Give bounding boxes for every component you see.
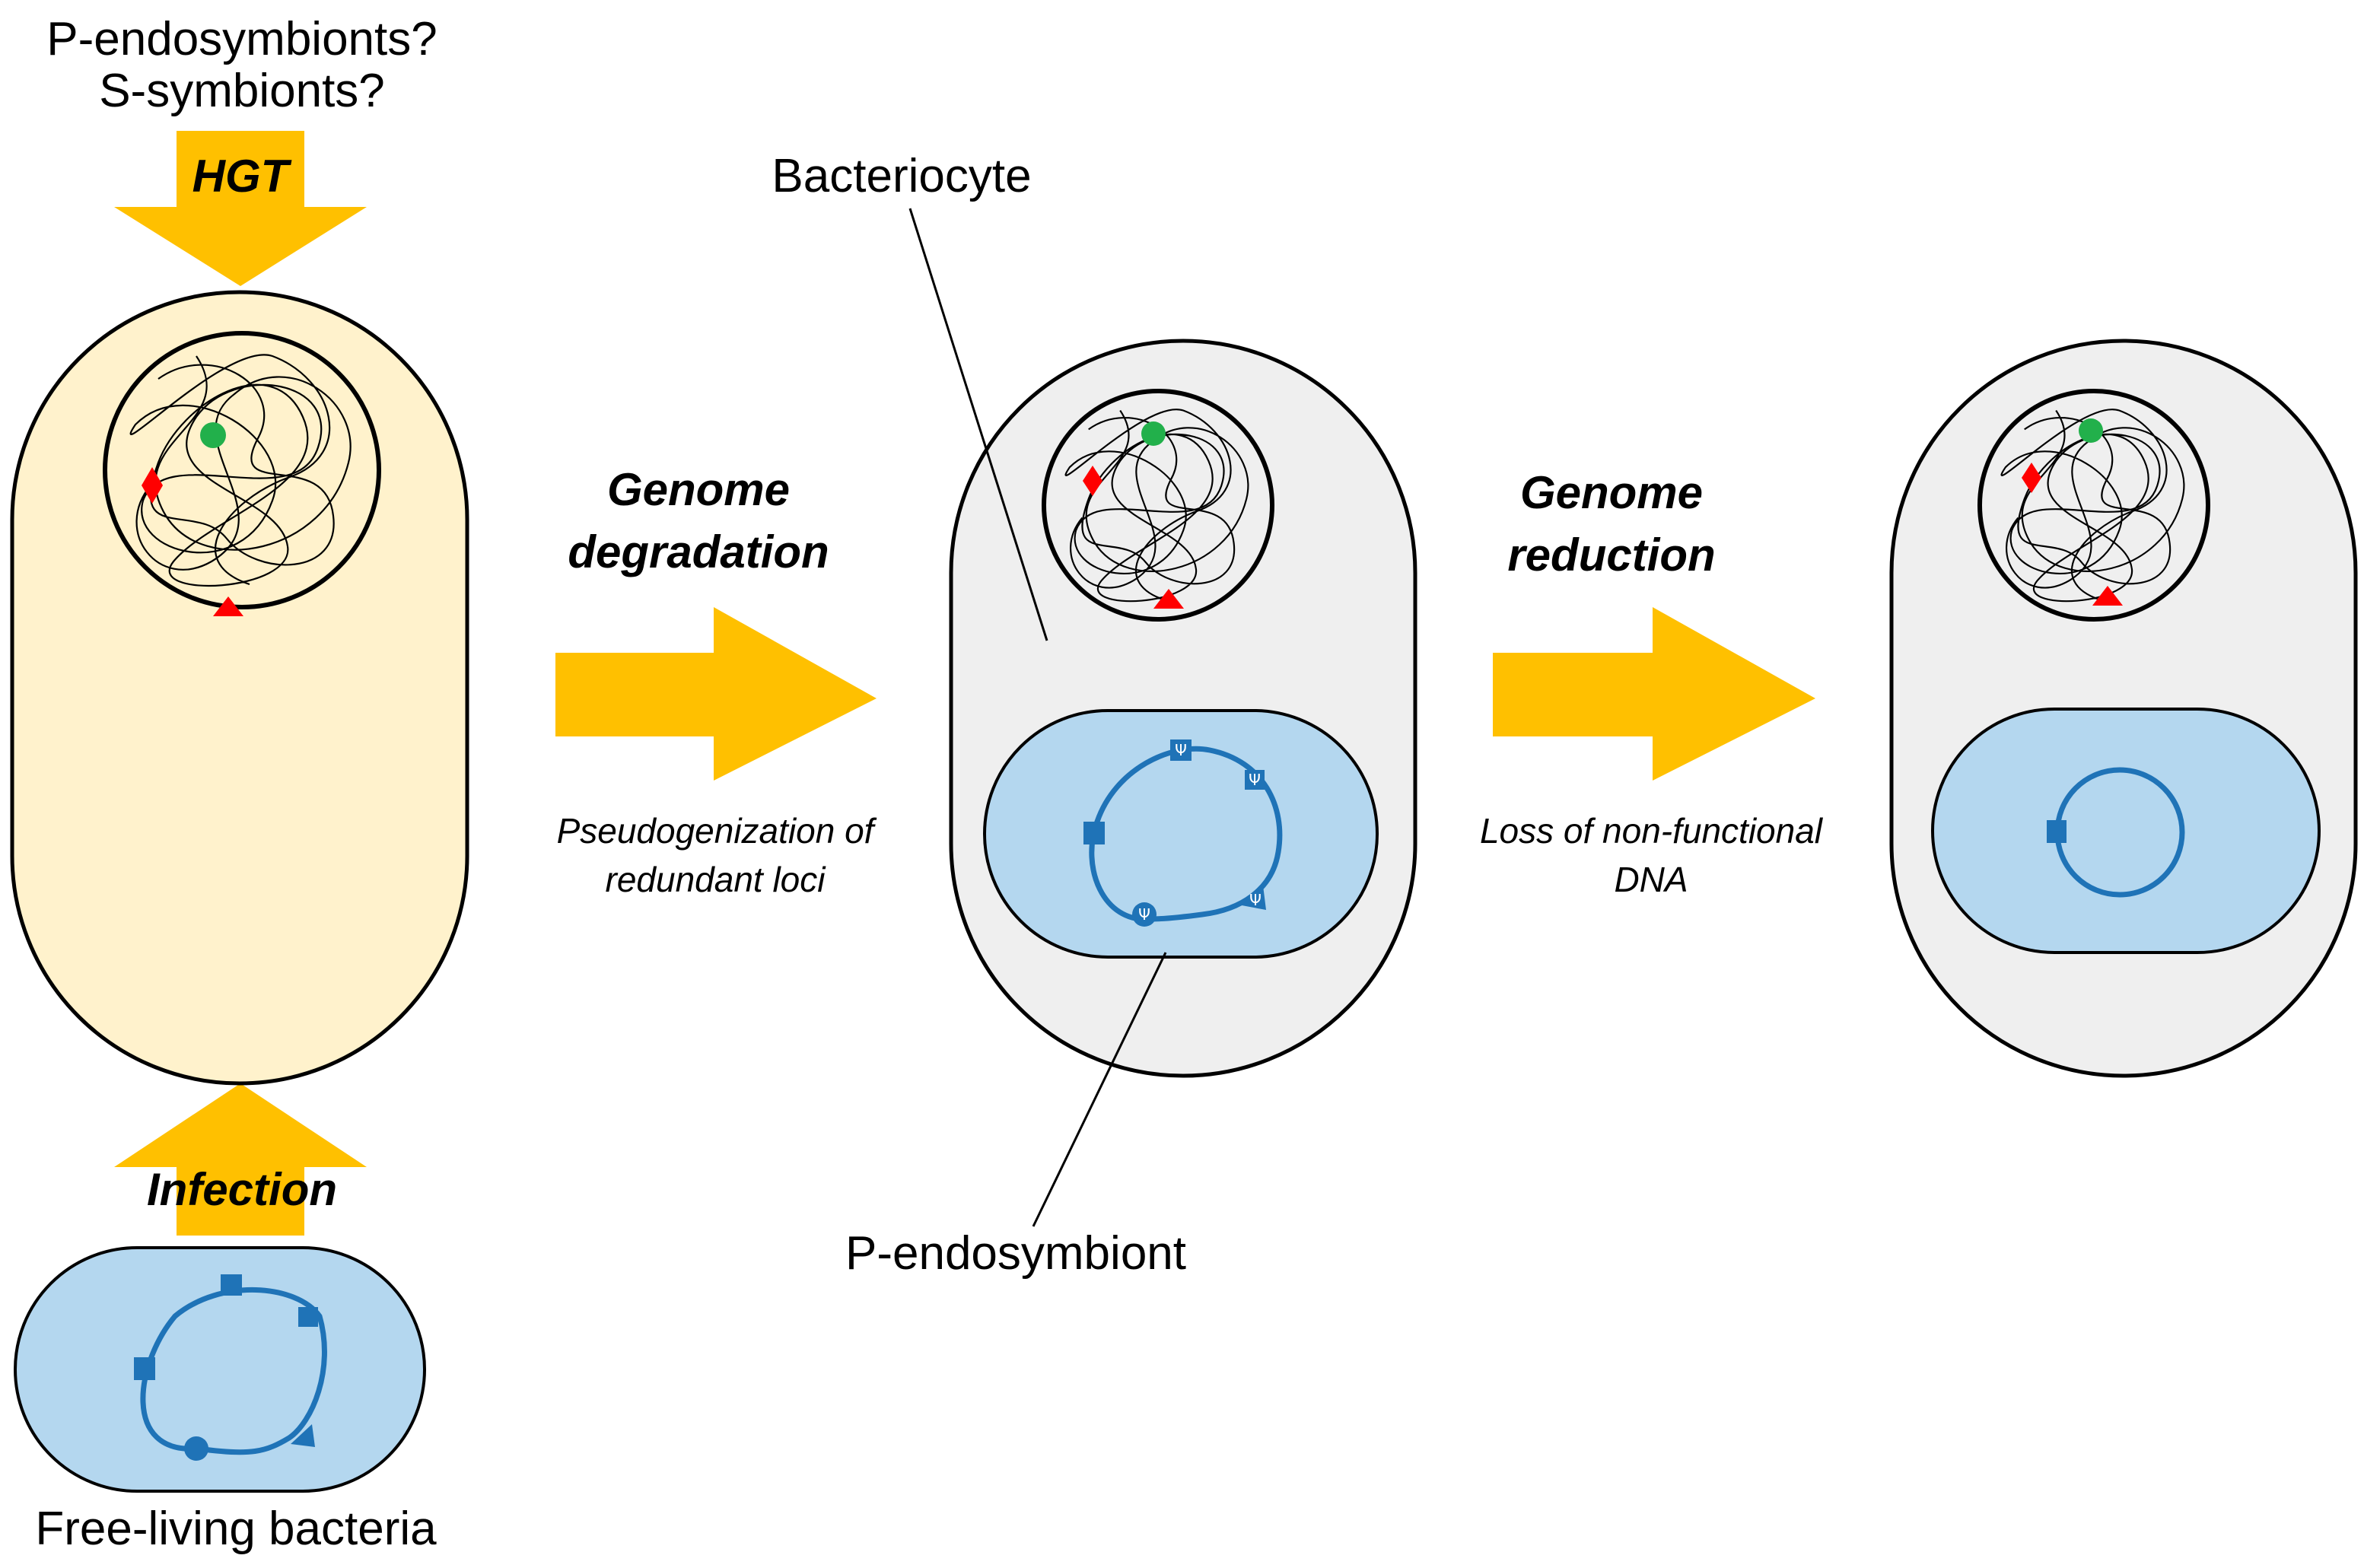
genome-reduction-arrow <box>1493 607 1815 781</box>
p-endosymbiont-leader-line <box>1032 952 1167 1227</box>
bacteriocyte-degradation: Ψ Ψ Ψ Ψ <box>949 339 1417 1078</box>
step2-desc-2: DNA <box>1614 860 1688 899</box>
hgt-label: HGT <box>192 151 292 202</box>
bacterial-chromosome: Ψ Ψ Ψ Ψ <box>1083 739 1283 927</box>
gene-triangle-icon <box>291 1424 315 1447</box>
bacteriocyte-leader-line <box>908 208 1048 641</box>
free-living-bacterium <box>14 1246 426 1493</box>
genome-degradation-arrow <box>555 607 877 781</box>
svg-text:Ψ: Ψ <box>1138 905 1150 924</box>
step1-title-1: Genome <box>607 464 790 515</box>
gene-triangle-icon <box>213 596 243 616</box>
gene-circle-icon <box>1141 421 1166 446</box>
pseudogene-psi-icon <box>1170 739 1192 761</box>
free-living-label: Free-living bacteria <box>35 1503 437 1555</box>
gene-diamond-icon <box>2022 463 2041 493</box>
gene-square-icon <box>221 1274 242 1296</box>
gene-triangle-icon <box>2092 586 2123 606</box>
top-question-1: P-endosymbionts? <box>46 13 437 65</box>
gene-circle-icon <box>184 1436 208 1461</box>
step1-desc-1: Pseudogenization of <box>557 811 877 851</box>
step2-title-1: Genome <box>1520 467 1703 518</box>
p-endosymbiont-reduced <box>1931 708 2321 954</box>
step2-desc-1: Loss of non-functional <box>1480 811 1824 851</box>
pseudogene-psi-icon <box>1245 770 1265 790</box>
top-question-2: S-symbionts? <box>99 65 385 117</box>
p-endosymbiont-degrading: Ψ Ψ Ψ Ψ <box>983 709 1379 959</box>
bacterial-chromosome <box>134 1274 327 1461</box>
gene-diamond-icon <box>1083 466 1102 496</box>
host-nucleus <box>1977 389 2210 622</box>
hgt-arrow <box>114 131 367 286</box>
host-nucleus <box>103 331 381 616</box>
svg-text:Ψ: Ψ <box>1175 741 1187 759</box>
gene-circle-icon <box>200 422 226 448</box>
gene-square-icon <box>1083 822 1105 844</box>
bacteriocyte-label: Bacteriocyte <box>772 150 1031 202</box>
gene-diamond-icon <box>142 467 163 504</box>
bacteriocyte-reduced <box>1889 339 2358 1078</box>
gene-square-icon <box>2047 820 2067 843</box>
host-cell-initial <box>10 290 469 1086</box>
host-nucleus <box>1042 389 1274 622</box>
gene-circle-icon <box>2079 418 2103 443</box>
pseudogene-psi-icon <box>1132 902 1157 927</box>
pseudogene-psi-icon <box>1242 886 1266 910</box>
svg-text:Ψ: Ψ <box>1249 771 1261 789</box>
gene-triangle-icon <box>1153 589 1184 609</box>
infection-arrow <box>114 1083 367 1236</box>
infection-label: Infection <box>147 1164 337 1215</box>
step1-title-2: degradation <box>568 526 829 577</box>
step2-title-2: reduction <box>1507 530 1715 580</box>
gene-square-icon <box>134 1357 155 1380</box>
svg-text:Ψ: Ψ <box>1249 891 1262 909</box>
gene-square-icon <box>298 1307 318 1327</box>
step1-desc-2: redundant loci <box>606 860 827 899</box>
p-endosymbiont-label: P-endosymbiont <box>845 1227 1186 1280</box>
